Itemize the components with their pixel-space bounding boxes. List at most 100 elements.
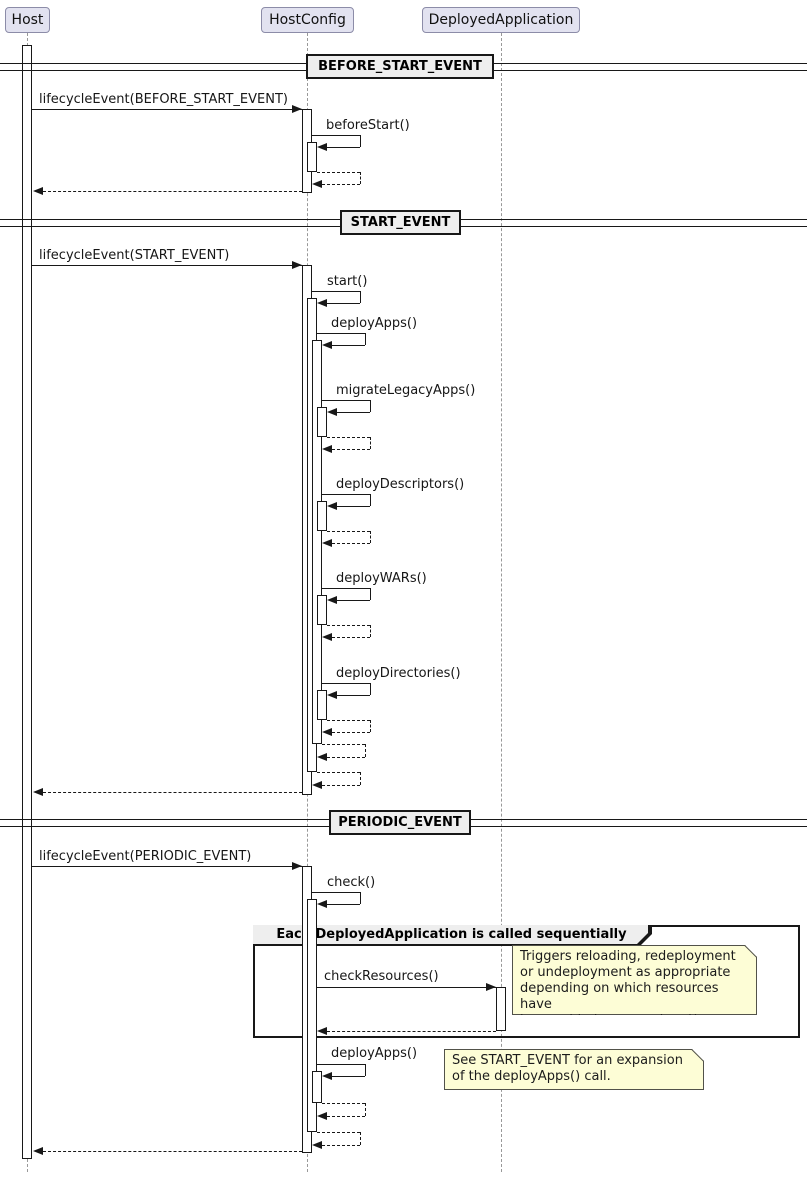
message-line (327, 303, 360, 304)
arrowhead (327, 691, 337, 699)
arrowhead (322, 445, 332, 453)
return-line (327, 720, 370, 721)
message-line (360, 291, 361, 303)
group-frame: Each DeployedApplication is called seque… (253, 925, 800, 1038)
return-line (322, 184, 360, 185)
divider-label: START_EVENT (340, 210, 461, 235)
return-line (332, 637, 370, 638)
message-line (312, 291, 360, 292)
message-label: start() (327, 274, 368, 289)
nested-activation-bar (312, 1071, 322, 1103)
message-label: deployApps() (331, 316, 418, 331)
message-label: checkResources() (324, 969, 439, 984)
message-label: deployWARs() (336, 571, 427, 586)
return-line (317, 772, 360, 773)
message-line (337, 695, 370, 696)
message-line (365, 333, 366, 345)
message-line (312, 135, 360, 136)
note-trigger: Triggers reloading, redeployment or unde… (512, 945, 757, 1015)
message-line (32, 866, 302, 867)
message-line (370, 494, 371, 506)
message-label: deployDirectories() (336, 666, 461, 681)
return-line (327, 625, 370, 626)
return-line (43, 191, 302, 192)
arrowhead (322, 1072, 332, 1080)
note-see-start-event: See START_EVENT for an expansion of the … (444, 1049, 704, 1090)
arrowhead (312, 1141, 322, 1149)
arrowhead (292, 261, 302, 269)
arrowhead (292, 862, 302, 870)
arrowhead (312, 180, 322, 188)
message-line (322, 400, 370, 401)
message-line (322, 683, 370, 684)
message-line (370, 588, 371, 600)
arrowhead (322, 341, 332, 349)
message-label: lifecycleEvent(START_EVENT) (39, 248, 230, 263)
deployedapplication-lifeline (501, 33, 502, 1172)
message-line (360, 135, 361, 147)
arrowhead (317, 1112, 327, 1120)
message-line (317, 987, 496, 988)
arrowhead (33, 187, 43, 195)
message-line (337, 412, 370, 413)
message-label: check() (327, 875, 376, 890)
nested-activation-bar (317, 595, 327, 625)
arrowhead (317, 299, 327, 307)
return-line (317, 1132, 360, 1133)
host-activation-bar (22, 45, 32, 1159)
message-line (337, 506, 370, 507)
message-label: deployApps() (331, 1046, 418, 1061)
message-line (337, 600, 370, 601)
nested-activation-bar (317, 407, 327, 437)
message-line (370, 400, 371, 412)
message-line (327, 904, 360, 905)
nested-activation-bar (307, 142, 317, 172)
return-line (360, 172, 361, 184)
return-line (322, 785, 360, 786)
participant-deployedapplication: DeployedApplication (422, 7, 580, 33)
return-line (43, 1151, 302, 1152)
arrowhead (327, 408, 337, 416)
arrowhead (317, 753, 327, 761)
arrowhead (322, 633, 332, 641)
arrowhead (322, 539, 332, 547)
nested-activation-bar (317, 690, 327, 720)
return-line (370, 720, 371, 732)
message-line (360, 892, 361, 904)
message-label: lifecycleEvent(BEFORE_START_EVENT) (39, 92, 288, 107)
return-line (327, 1116, 365, 1117)
message-line (332, 1076, 365, 1077)
return-line (370, 625, 371, 637)
arrowhead (317, 143, 327, 151)
return-line (43, 792, 302, 793)
return-line (370, 531, 371, 543)
message-line (322, 588, 370, 589)
message-line (32, 109, 302, 110)
participant-hostconfig: HostConfig (261, 7, 354, 33)
arrowhead (292, 105, 302, 113)
return-line (365, 1103, 366, 1116)
nested-activation-bar (307, 899, 317, 1132)
message-line (317, 1064, 365, 1065)
arrowhead (312, 781, 322, 789)
arrowhead (317, 1027, 327, 1035)
message-label: deployDescriptors() (336, 477, 465, 492)
return-line (365, 744, 366, 757)
return-line (322, 744, 365, 745)
arrowhead (486, 983, 496, 991)
return-line (370, 437, 371, 449)
message-label: lifecycleEvent(PERIODIC_EVENT) (39, 849, 252, 864)
group-frame-title: Each DeployedApplication is called seque… (253, 925, 650, 944)
return-line (322, 1103, 365, 1104)
arrowhead (327, 502, 337, 510)
divider-label: PERIODIC_EVENT (329, 810, 471, 835)
arrowhead (33, 1147, 43, 1155)
nested-activation-bar (312, 340, 322, 744)
return-line (327, 437, 370, 438)
message-label: beforeStart() (326, 118, 410, 133)
message-line (370, 683, 371, 695)
return-line (360, 1132, 361, 1145)
message-line (365, 1064, 366, 1076)
return-line (327, 531, 370, 532)
message-line (317, 333, 365, 334)
